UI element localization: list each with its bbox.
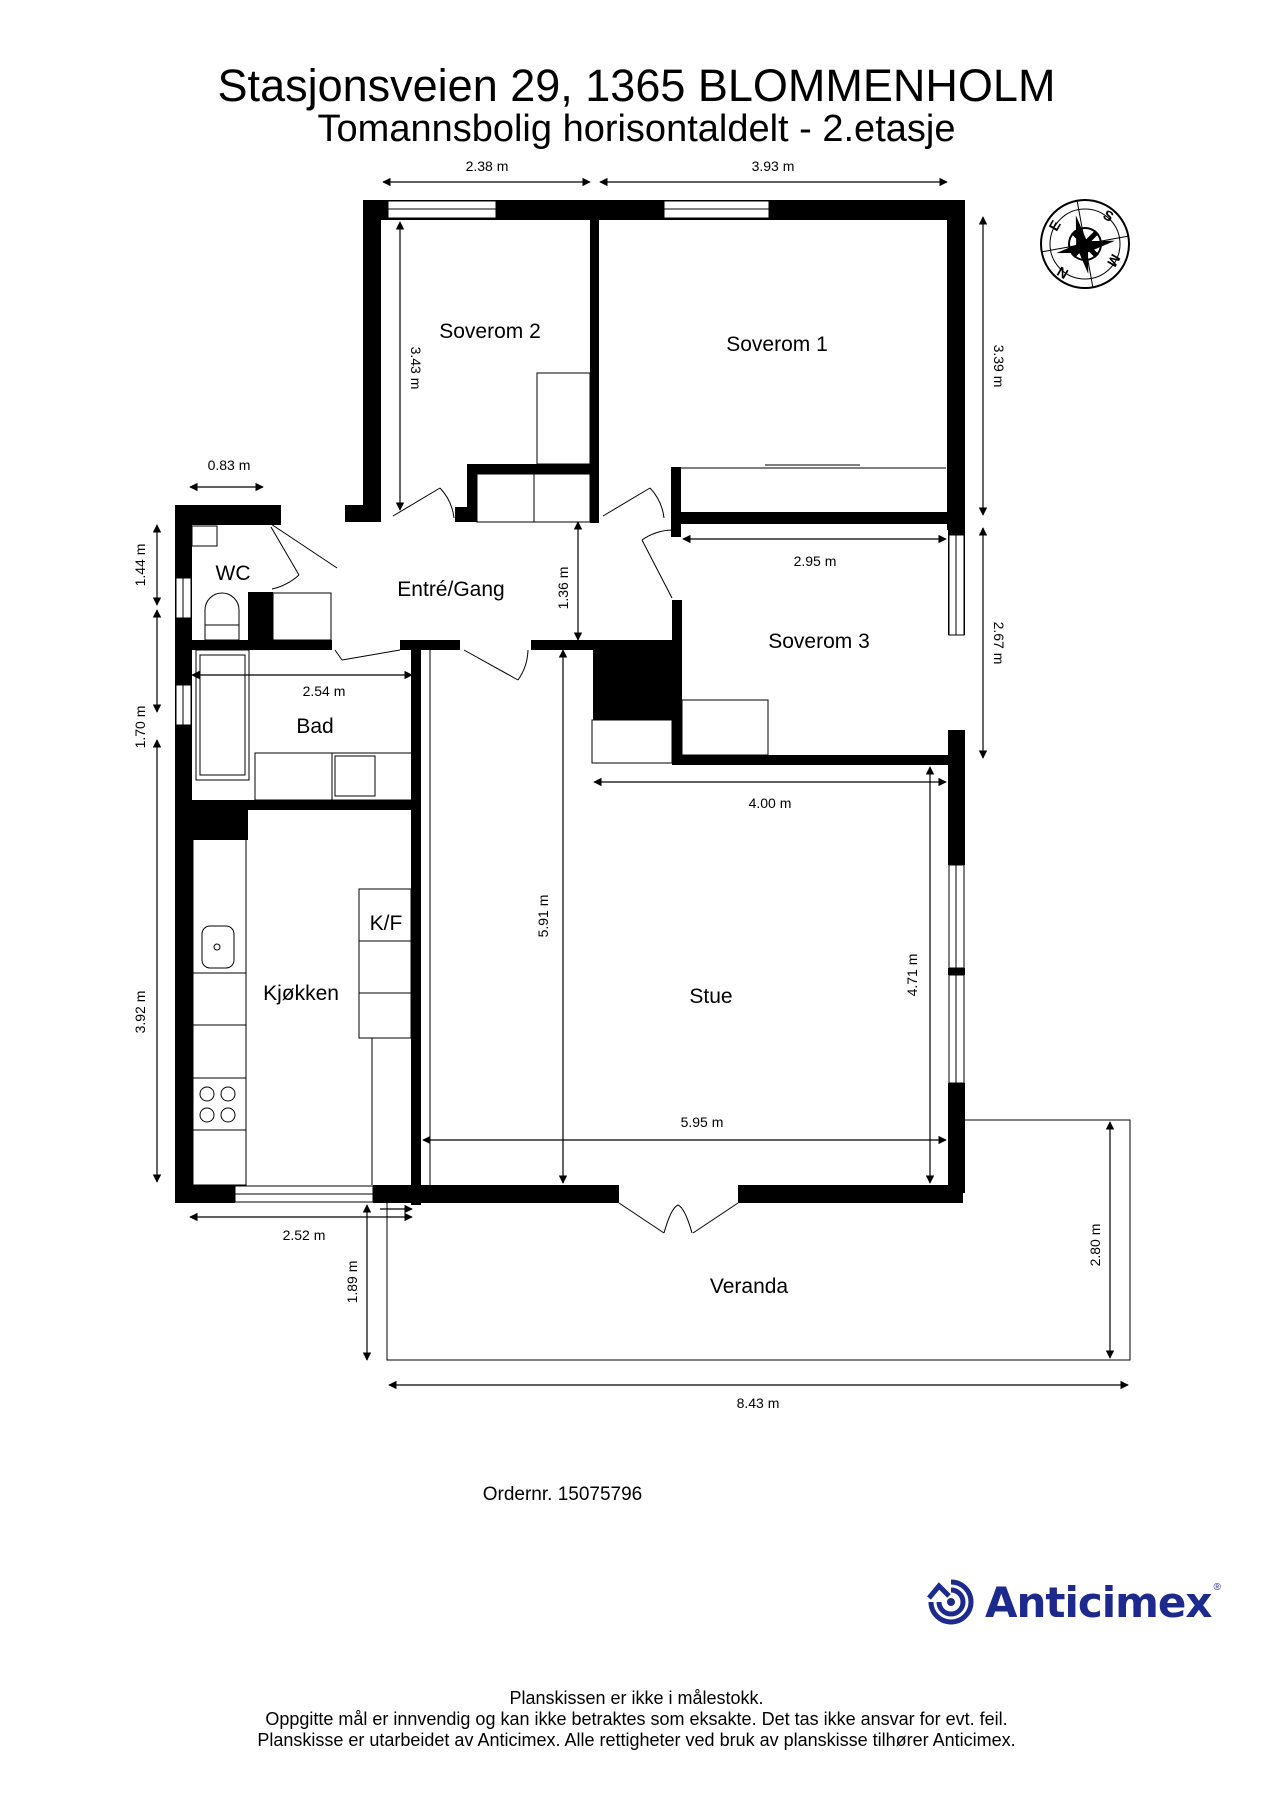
- dim-entre-depth: 1.36 m: [555, 567, 571, 610]
- svg-text:E: E: [1045, 217, 1064, 233]
- svg-text:N: N: [1054, 263, 1071, 282]
- dimension-lines: [152, 177, 1129, 1390]
- room-label-bad: Bad: [296, 715, 333, 738]
- dim-stue-depth-right: 4.71 m: [904, 954, 920, 997]
- room-label-soverom-2: Soverom 2: [439, 320, 541, 343]
- dim-soverom-2-width: 2.38 m: [466, 158, 509, 174]
- compass-rose-icon: E S N M: [1040, 199, 1130, 289]
- dim-soverom-1-depth: 3.39 m: [991, 345, 1007, 388]
- dim-veranda-offset: 1.89 m: [344, 1261, 360, 1304]
- dim-veranda-depth: 2.80 m: [1087, 1224, 1103, 1267]
- windows: [175, 200, 965, 1203]
- dim-stue-width-top: 4.00 m: [749, 795, 792, 811]
- order-number: Ordernr. 15075796: [482, 1484, 643, 1505]
- dim-veranda-width: 8.43 m: [737, 1395, 780, 1411]
- room-label-soverom-1: Soverom 1: [726, 333, 828, 356]
- svg-text:S: S: [1100, 206, 1116, 225]
- dim-soverom-2-depth: 3.43 m: [408, 347, 424, 390]
- svg-text:M: M: [1104, 251, 1124, 269]
- address-title: Stasjonsveien 29, 1365 BLOMMENHOLM: [217, 60, 1056, 111]
- room-label-kf: K/F: [370, 912, 403, 935]
- dim-soverom-3-width: 2.95 m: [794, 553, 837, 569]
- room-label-soverom-3: Soverom 3: [768, 630, 870, 653]
- registered-mark: ®: [1213, 1582, 1221, 1593]
- disclaimer-line: Oppgitte mål er innvendig og kan ikke be…: [265, 1709, 1008, 1729]
- dim-stue-depth-left: 5.91 m: [535, 895, 551, 938]
- room-label-kjokken: Kjøkken: [263, 982, 339, 1005]
- disclaimer: Planskissen er ikke i målestokk. Oppgitt…: [0, 1688, 1273, 1751]
- dim-kjokken-depth: 3.92 m: [132, 991, 148, 1034]
- disclaimer-line: Planskissen er ikke i målestokk.: [509, 1688, 764, 1708]
- dim-kjokken-width: 2.52 m: [283, 1227, 326, 1243]
- dim-bad-depth: 1.70 m: [132, 706, 148, 749]
- dim-soverom-1-width: 3.93 m: [752, 158, 795, 174]
- floor-subtitle: Tomannsbolig horisontaldelt - 2.etasje: [317, 108, 956, 150]
- doors: [270, 487, 739, 1234]
- room-label-stue: Stue: [689, 985, 732, 1008]
- room-label-veranda: Veranda: [710, 1275, 789, 1298]
- walls: [175, 200, 965, 1205]
- anticimex-target-icon: [927, 1579, 974, 1625]
- dim-stue-width-bottom: 5.95 m: [681, 1114, 724, 1130]
- fixtures: [191, 372, 1131, 1361]
- dim-wc-depth: 1.44 m: [132, 544, 148, 587]
- disclaimer-line: Planskisse er utarbeidet av Anticimex. A…: [257, 1730, 1016, 1750]
- dim-wc-width: 0.83 m: [208, 457, 251, 473]
- brand-name: Anticimex: [985, 1577, 1213, 1627]
- room-label-entre-gang: Entré/Gang: [397, 578, 504, 601]
- room-label-wc: WC: [216, 562, 251, 585]
- anticimex-logo: Anticimex ®: [925, 1572, 1221, 1632]
- dim-bad-width: 2.54 m: [303, 683, 346, 699]
- dim-soverom-3-depth: 2.67 m: [991, 622, 1007, 665]
